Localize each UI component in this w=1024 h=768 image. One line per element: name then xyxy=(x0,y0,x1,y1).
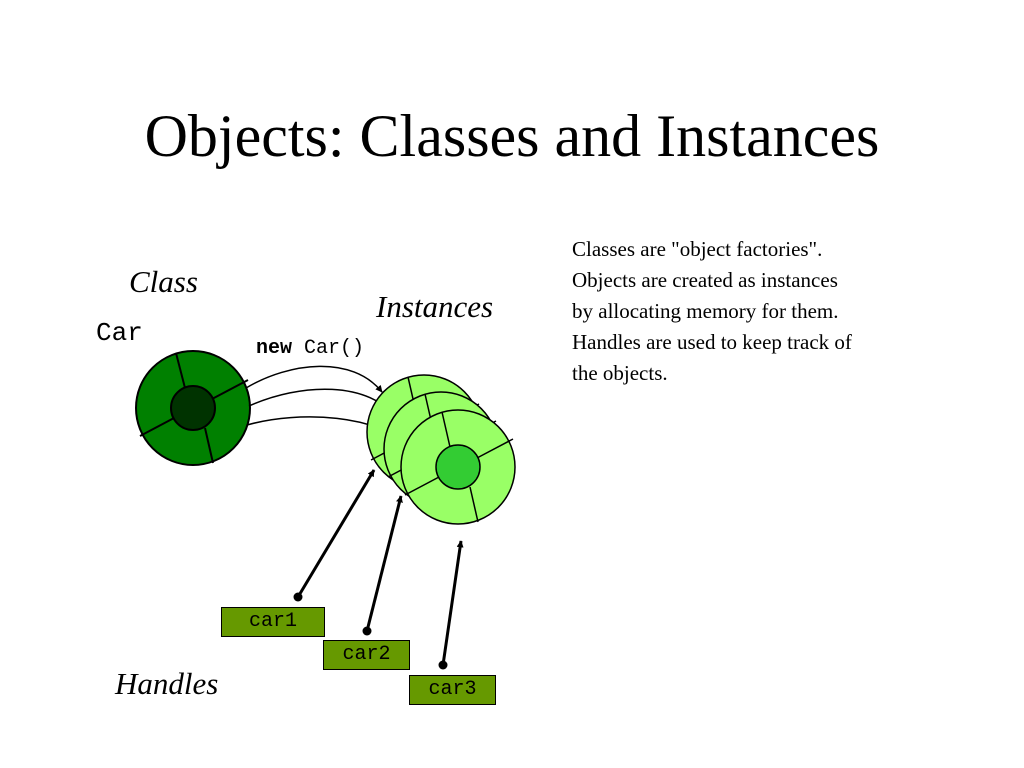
instances-label: Instances xyxy=(376,289,494,324)
instance-wheel-spoke xyxy=(404,476,440,496)
handle-car1: car1 xyxy=(221,607,325,637)
description-line-3: by allocating memory for them. xyxy=(572,299,839,323)
constructor-name: Car() xyxy=(304,337,365,360)
class-object-wheel xyxy=(135,350,251,466)
constructor-call: new Car() xyxy=(256,337,364,361)
description-line-2: Objects are created as instances xyxy=(572,268,838,292)
class-wheel-spoke xyxy=(211,379,249,400)
slide-title: Objects: Classes and Instances xyxy=(144,103,880,169)
handle-car2: car2 xyxy=(323,640,410,670)
class-wheel-core xyxy=(170,385,216,431)
new-keyword: new xyxy=(256,337,293,360)
handle-car3: car3 xyxy=(409,675,496,705)
class-label: Class xyxy=(129,264,198,299)
instantiation-arrow xyxy=(245,365,383,393)
instance-wheel-spoke xyxy=(469,486,479,523)
description-line-1: Classes are "object factories". xyxy=(572,237,823,261)
class-name-label: Car xyxy=(96,318,143,348)
handle-reference-arrow xyxy=(362,495,403,636)
class-wheel-spoke xyxy=(175,352,186,389)
instance-wheel-core xyxy=(435,444,481,490)
description-text: Classes are "object factories". Objects … xyxy=(572,234,972,389)
description-line-4: Handles are used to keep track of xyxy=(572,330,852,354)
instance-wheel-spoke xyxy=(441,411,451,448)
class-wheel-spoke xyxy=(139,417,175,437)
description-line-5: the objects. xyxy=(572,361,668,385)
instance-object-wheel xyxy=(400,409,516,525)
handles-label: Handles xyxy=(115,666,219,701)
instance-wheel-spoke xyxy=(476,438,514,459)
handle-reference-arrow xyxy=(293,469,376,602)
class-wheel-spoke xyxy=(204,427,214,464)
handle-reference-arrow xyxy=(438,540,464,670)
